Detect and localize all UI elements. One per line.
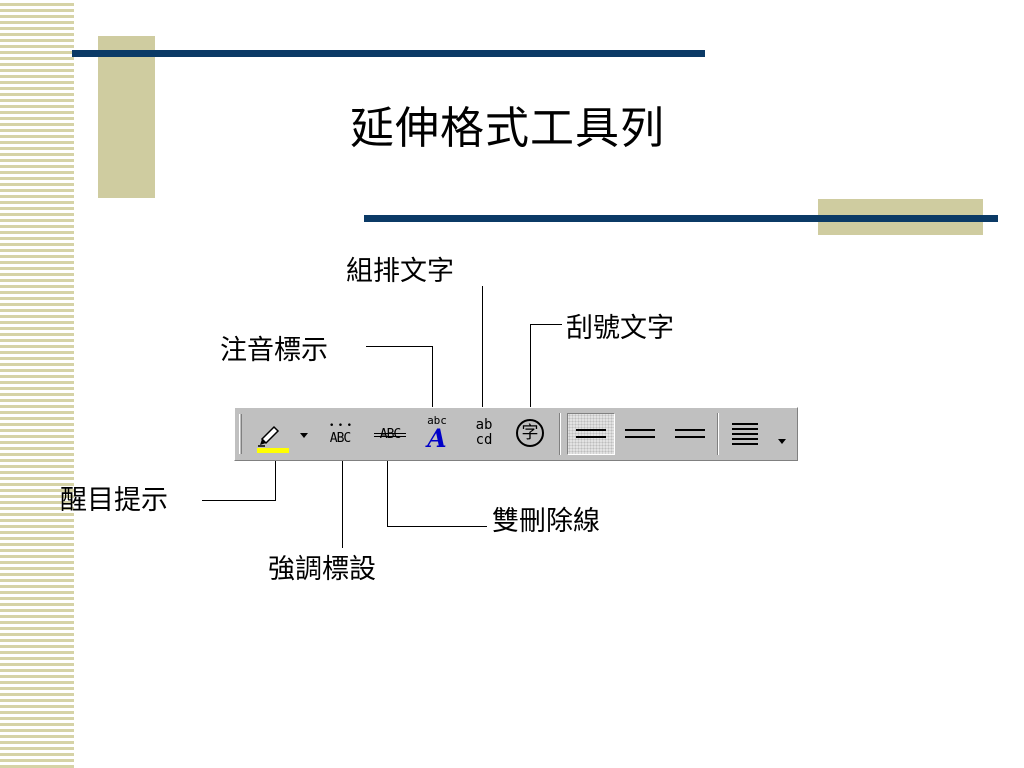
phonetic-small-text: abc xyxy=(427,414,447,427)
leader-strike-vertical xyxy=(387,456,388,526)
double-line-button-3[interactable] xyxy=(675,427,705,441)
highlight-button[interactable] xyxy=(253,416,295,454)
double-line-pressed-icon xyxy=(576,429,606,438)
leader-combine-vertical xyxy=(482,286,483,414)
top-rule xyxy=(72,50,705,57)
double-line-button-2[interactable] xyxy=(625,427,655,441)
combine-bottom-text: cd xyxy=(475,432,493,448)
leader-phonetic-horizontal xyxy=(366,346,432,347)
strike-line-1 xyxy=(374,433,406,434)
combine-characters-button[interactable]: ab cd xyxy=(469,418,499,452)
left-striped-margin xyxy=(0,0,74,768)
phonetic-guide-button[interactable]: abc A xyxy=(420,415,454,455)
accent-block-top-left xyxy=(98,36,155,198)
emphasis-text-icon: ABC xyxy=(329,431,351,446)
toolbar-separator-2 xyxy=(717,413,719,455)
highlight-color-bar xyxy=(257,448,289,453)
justify-lines-icon xyxy=(732,423,758,445)
label-emphasis-mark: 強調標設 xyxy=(268,554,376,585)
enclose-characters-button[interactable]: 字 xyxy=(516,419,548,451)
extended-formatting-toolbar: • • • ABC ABC abc A ab cd 字 xyxy=(234,407,798,461)
strike-line-2 xyxy=(374,436,406,437)
double-strikethrough-button[interactable]: ABC xyxy=(372,425,408,445)
leader-strike-horizontal xyxy=(387,526,487,527)
label-enclose-characters: 刮號文字 xyxy=(566,313,674,344)
leader-enclose-vertical xyxy=(530,324,531,416)
highlighter-pen-icon xyxy=(258,425,280,447)
label-phonetic-guide: 注音標示 xyxy=(220,335,328,366)
combine-top-text: ab xyxy=(475,417,493,433)
highlight-dropdown-arrow[interactable] xyxy=(299,432,309,440)
leader-enclose-horizontal xyxy=(530,324,562,325)
toolbar-grip[interactable] xyxy=(239,414,242,454)
paragraph-lines-button[interactable] xyxy=(732,421,758,447)
bottom-rule xyxy=(364,215,998,222)
enclosed-character-icon: 字 xyxy=(516,419,544,447)
paragraph-dropdown-arrow[interactable] xyxy=(777,438,787,446)
emphasis-mark-button[interactable]: • • • ABC xyxy=(323,422,357,448)
leader-phonetic-vertical xyxy=(432,346,433,410)
leader-highlight-vertical xyxy=(275,454,276,501)
label-combine-characters: 組排文字 xyxy=(346,256,454,287)
slide-title: 延伸格式工具列 xyxy=(350,103,665,154)
toolbar-separator-1 xyxy=(559,413,561,455)
label-highlight: 醒目提示 xyxy=(60,485,168,516)
align-distributed-button[interactable] xyxy=(567,413,615,455)
leader-highlight-horizontal xyxy=(202,500,276,501)
emphasis-dots-icon: • • • xyxy=(328,421,352,431)
double-strikethrough-icon: ABC xyxy=(379,427,401,442)
leader-emphasis-vertical xyxy=(342,452,343,548)
phonetic-big-a-icon: A xyxy=(427,424,447,453)
label-double-strikethrough: 雙刪除線 xyxy=(492,506,600,537)
